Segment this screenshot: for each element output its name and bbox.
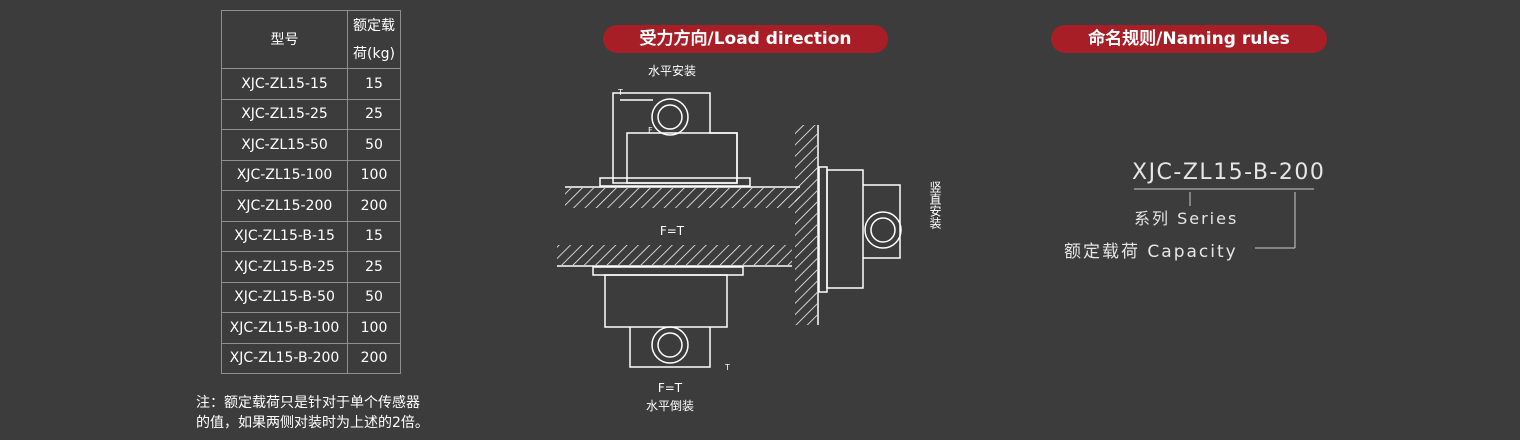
cell-model: XJC-ZL15-25 (221, 98, 348, 130)
horizontal-mount-label: 水平安装 (648, 63, 696, 78)
header-model: 型号 (221, 10, 348, 69)
cell-model: XJC-ZL15-B-50 (221, 281, 348, 313)
inverted-mount-label: 水平倒装 (646, 399, 694, 413)
spec-table-header: 型号 额定载 荷(kg) (221, 10, 401, 69)
equation-bottom: F=T (658, 381, 683, 395)
wall-hatch (795, 125, 817, 325)
naming-lines (1134, 188, 1314, 249)
cell-model: XJC-ZL15-B-100 (221, 312, 348, 344)
note-line2: 的值，如果两侧对装时为上述的2倍。 (196, 415, 429, 431)
cell-model: XJC-ZL15-200 (221, 190, 348, 222)
ground-top-hatch (565, 188, 800, 208)
naming-capacity: 额定载荷 Capacity (1064, 242, 1238, 262)
label-t-bottom: T (724, 363, 730, 372)
cell-load: 100 (347, 312, 401, 344)
cell-load: 100 (347, 159, 401, 191)
horizontal-sensor (599, 92, 751, 187)
cell-model: XJC-ZL15-100 (221, 159, 348, 191)
cell-model: XJC-ZL15-15 (221, 68, 348, 100)
header-load-line2: 荷(kg) (353, 45, 395, 62)
cell-model: XJC-ZL15-B-15 (221, 220, 348, 252)
header-load-line1: 额定载 (353, 17, 395, 34)
ground-bottom-hatch (557, 245, 792, 265)
naming-series: 系列 Series (1134, 209, 1239, 228)
cell-model: XJC-ZL15-50 (221, 129, 348, 161)
load-direction-diagram: 水平安装 T F F=T T F=T 水平倒装 竖直安装 (557, 63, 942, 413)
cell-load: 50 (347, 281, 401, 313)
inverted-sensor (592, 266, 744, 368)
cell-load: 25 (347, 251, 401, 283)
header-load: 额定载 荷(kg) (347, 10, 401, 69)
cell-model: XJC-ZL15-B-25 (221, 251, 348, 283)
cell-load: 200 (347, 342, 401, 374)
cell-load: 200 (347, 190, 401, 222)
equation-top: F=T (660, 224, 685, 238)
cell-load: 25 (347, 98, 401, 130)
naming-rules-title: 命名规则/Naming rules (1051, 25, 1327, 53)
note-line1: 注：额定载荷只是针对于单个传感器 (196, 395, 420, 411)
cell-load: 50 (347, 129, 401, 161)
note: 注：额定载荷只是针对于单个传感器 的值，如果两侧对装时为上述的2倍。 (196, 393, 476, 433)
vertical-sensor (818, 166, 902, 293)
cell-model: XJC-ZL15-B-200 (221, 342, 348, 374)
naming-code: XJC-ZL15-B-200 (1132, 160, 1326, 185)
label-f-top: F (648, 126, 653, 135)
label-t-top: T (617, 88, 623, 97)
load-direction-title: 受力方向/Load direction (603, 25, 888, 53)
cell-load: 15 (347, 68, 401, 100)
vertical-mount-label: 竖直安装 (928, 181, 942, 230)
cell-load: 15 (347, 220, 401, 252)
